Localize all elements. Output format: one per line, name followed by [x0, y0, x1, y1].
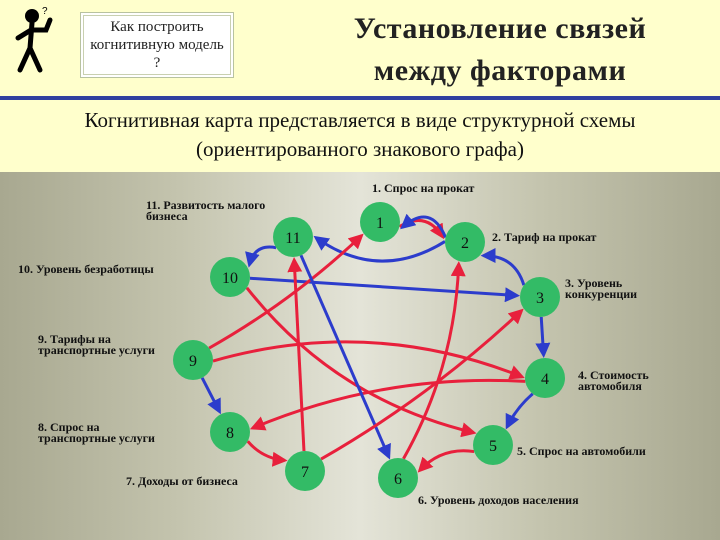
node-8-number: 8 — [226, 425, 234, 442]
node-10-number: 10 — [222, 270, 238, 287]
node-7-number: 7 — [301, 464, 309, 481]
edge-7-to-11 — [287, 256, 306, 452]
node-2-circle — [445, 222, 485, 262]
edge-3-to-2 — [480, 248, 526, 286]
node-4-number: 4 — [541, 371, 549, 388]
node-1-number: 1 — [376, 215, 384, 232]
node-6: 6 — [378, 458, 418, 498]
edge-10-to-5 — [245, 286, 477, 438]
subtitle-line-2: (ориентированного знакового графа) — [196, 137, 524, 161]
edge-2-to-1 — [400, 213, 447, 239]
edge-9-to-8 — [200, 377, 221, 415]
node-9: 9 — [173, 340, 213, 380]
edge-6-to-2 — [402, 261, 466, 460]
node-8-circle — [210, 412, 250, 452]
node-5-number: 5 — [489, 438, 497, 455]
edge-11-to-6 — [299, 254, 391, 460]
nodes-layer: 1 2 3 4 5 6 7 8 9 10 11 — [173, 202, 565, 498]
node-10: 10 — [210, 257, 250, 297]
edge-8-to-7 — [246, 440, 288, 467]
factor-label-2: 2. Тариф на прокат — [492, 230, 597, 244]
node-2: 2 — [445, 222, 485, 262]
title-line-2: между факторами — [373, 54, 627, 87]
node-1: 1 — [360, 202, 400, 242]
labels-layer: 1. Спрос на прокат 2. Тариф на прокат 3. У… — [18, 181, 649, 507]
callout-box: Как построить когнитивную модель ? — [80, 12, 234, 78]
callout-text: Как построить когнитивную модель ? — [83, 15, 231, 75]
edge-4-to-5 — [505, 392, 534, 430]
edge-7-to-3 — [320, 308, 524, 461]
factor-label-10: 10. Уровень безработицы — [18, 262, 154, 276]
node-3: 3 — [520, 277, 560, 317]
edge-4-to-8 — [249, 378, 526, 431]
edge-9-to-1 — [208, 233, 364, 350]
slide-title: Установление связей между факторами — [300, 8, 700, 92]
diagram-background — [0, 172, 720, 540]
node-10-circle — [210, 257, 250, 297]
node-4-circle — [525, 358, 565, 398]
node-11-circle — [273, 217, 313, 257]
node-9-number: 9 — [189, 353, 197, 370]
node-7-circle — [285, 451, 325, 491]
node-6-circle — [378, 458, 418, 498]
node-2-number: 2 — [461, 235, 469, 252]
node-5-circle — [473, 425, 513, 465]
edge-9-to-4 — [212, 340, 525, 380]
edges-layer — [200, 213, 551, 473]
node-11-number: 11 — [285, 230, 300, 247]
node-4: 4 — [525, 358, 565, 398]
factor-label-7: 7. Доходы от бизнеса — [126, 474, 238, 488]
node-8: 8 — [210, 412, 250, 452]
node-3-circle — [520, 277, 560, 317]
node-9-circle — [173, 340, 213, 380]
title-line-1: Установление связей — [353, 12, 647, 45]
header-divider — [0, 96, 720, 100]
node-7: 7 — [285, 451, 325, 491]
edge-3-to-4 — [535, 316, 551, 359]
factor-label-1: 1. Спрос на прокат — [372, 181, 475, 195]
edge-10-to-3 — [249, 276, 521, 303]
node-5: 5 — [473, 425, 513, 465]
edge-11-to-10 — [245, 245, 277, 268]
node-11: 11 — [273, 217, 313, 257]
factor-label-6: 6. Уровень доходов населения — [418, 493, 579, 507]
node-1-circle — [360, 202, 400, 242]
thinking-man-icon: ? — [15, 6, 53, 73]
factor-label-5: 5. Спрос на автомобили — [517, 444, 646, 458]
edge-2-to-11 — [313, 235, 446, 263]
edge-5-to-6 — [417, 449, 475, 473]
node-6-number: 6 — [394, 471, 402, 488]
subtitle-line-1: Когнитивная карта представляется в виде … — [84, 108, 636, 132]
subtitle: Когнитивная карта представляется в виде … — [0, 106, 720, 164]
node-3-number: 3 — [536, 290, 544, 307]
svg-text:?: ? — [42, 6, 48, 17]
